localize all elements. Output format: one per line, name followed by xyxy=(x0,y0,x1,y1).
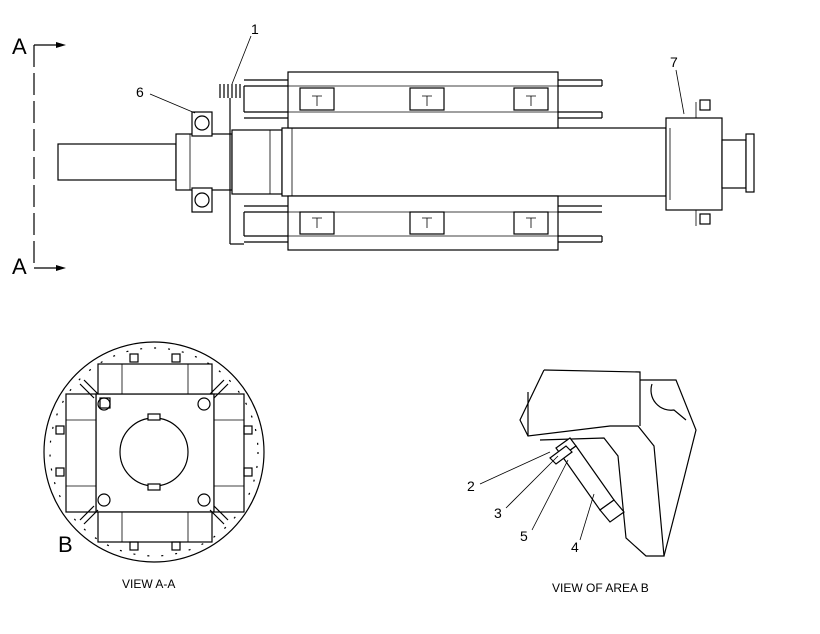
section-label-bottom: A xyxy=(12,254,27,279)
rotor-side-view xyxy=(57,71,755,251)
shaft-bore xyxy=(119,417,189,487)
top-clip-1 xyxy=(299,87,335,111)
section-marker-a: A A xyxy=(12,34,66,279)
clip-top-1 xyxy=(129,353,139,363)
bearing-ear-bottom xyxy=(191,187,213,213)
callout-6: 6 xyxy=(136,84,144,100)
bottom-pole xyxy=(287,195,559,251)
section-label-top: A xyxy=(12,34,27,59)
section-arrowhead-top xyxy=(56,42,66,48)
view-aa: B VIEW A-A xyxy=(43,341,265,591)
clip-top-2 xyxy=(171,353,181,363)
bottom-clip-3 xyxy=(513,211,549,235)
wedge-br xyxy=(209,505,229,525)
clip-a xyxy=(99,397,111,409)
detail-housing xyxy=(519,369,665,557)
leader-1 xyxy=(231,35,252,85)
caption-view-aa: VIEW A-A xyxy=(122,577,175,591)
wedge-bl xyxy=(79,505,99,525)
left-collar xyxy=(231,129,283,195)
leader-2 xyxy=(479,451,551,485)
leader-6 xyxy=(149,93,196,114)
detail-washer xyxy=(549,445,573,465)
pole-bottom xyxy=(97,511,213,543)
leader-7 xyxy=(675,69,685,115)
pole-left xyxy=(65,393,97,513)
detail-right-edge xyxy=(640,379,697,557)
detail-bolt-shank xyxy=(561,445,615,511)
keyway-bottom xyxy=(147,483,161,491)
callout-7: 7 xyxy=(670,54,678,70)
wedge-tr xyxy=(209,379,229,399)
right-shaft xyxy=(721,139,747,189)
view-area-b: 2 3 5 4 VIEW OF AREA B xyxy=(467,369,697,595)
block-hole-bl xyxy=(97,493,111,507)
callout-2: 2 xyxy=(467,478,475,494)
detail-bolt-end xyxy=(599,499,625,523)
right-hub xyxy=(665,117,723,211)
bearing-bolt-bottom xyxy=(194,192,210,208)
bearing-hub xyxy=(175,133,233,191)
clip-bottom-1 xyxy=(129,541,139,551)
top-pole xyxy=(287,71,559,129)
callout-3: 3 xyxy=(494,505,502,521)
clip-left-1 xyxy=(55,425,65,435)
leader-3 xyxy=(505,455,559,509)
bottom-clip-1 xyxy=(299,211,335,235)
top-clip-3 xyxy=(513,87,549,111)
block-hole-tr xyxy=(197,397,211,411)
block-hole-br xyxy=(197,493,211,507)
bottom-clip-2 xyxy=(409,211,445,235)
detail-label: B xyxy=(58,532,73,557)
wedge-tl xyxy=(79,379,99,399)
rotor-outline xyxy=(43,341,265,563)
top-clip-2 xyxy=(409,87,445,111)
caption-view-b: VIEW OF AREA B xyxy=(552,581,649,595)
callout-1: 1 xyxy=(251,21,259,37)
bolt-circle xyxy=(49,347,259,557)
clip-bottom-2 xyxy=(171,541,181,551)
callout-5: 5 xyxy=(520,528,528,544)
right-nut-top xyxy=(699,99,711,111)
keyway-top xyxy=(147,413,161,421)
leader-5 xyxy=(531,459,569,531)
pole-right xyxy=(213,393,245,513)
bearing-bolt-top xyxy=(194,115,210,131)
clip-right-2 xyxy=(243,467,253,477)
part-1-spring xyxy=(219,84,241,98)
bottom-clip-marks xyxy=(312,217,536,228)
detail-upper-block xyxy=(543,369,641,426)
clip-right-1 xyxy=(243,425,253,435)
leader-4 xyxy=(579,493,595,541)
pole-top xyxy=(97,363,213,395)
top-clip-marks xyxy=(312,95,536,106)
right-nut-bottom xyxy=(699,213,711,225)
detail-arc xyxy=(650,383,687,421)
clip-left-2 xyxy=(55,467,65,477)
callout-4: 4 xyxy=(571,539,579,555)
left-shaft xyxy=(57,143,177,181)
section-arrowhead-bottom xyxy=(56,265,66,271)
main-drum xyxy=(281,127,667,197)
right-shaft-flange xyxy=(745,133,755,193)
